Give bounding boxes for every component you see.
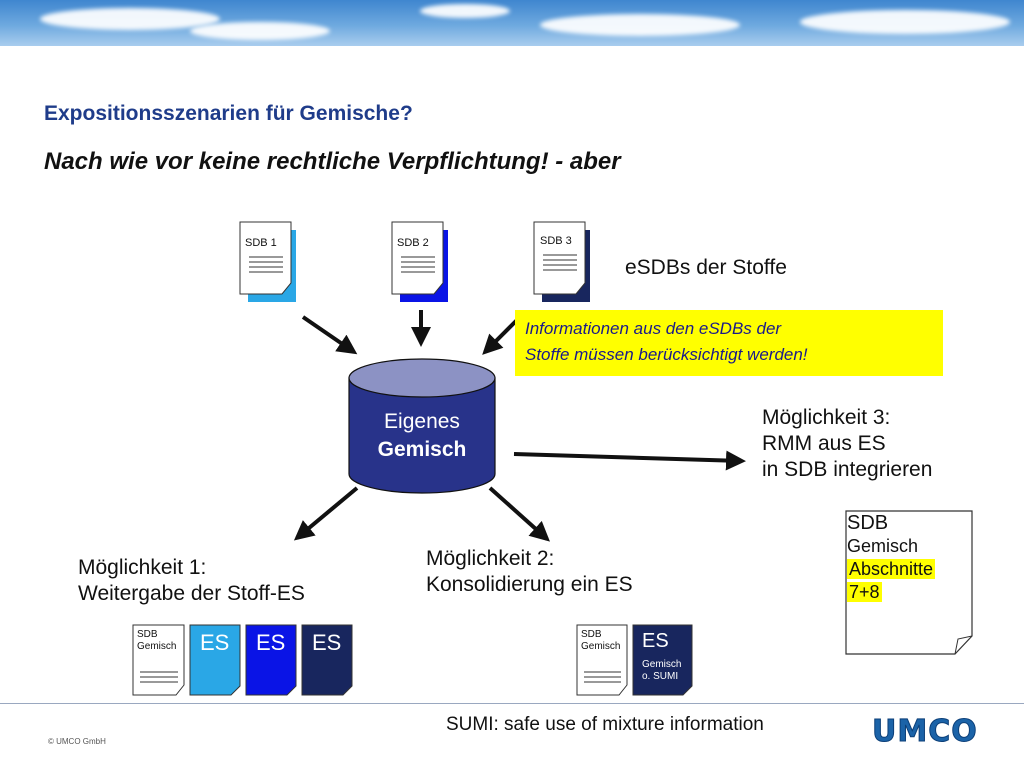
option1-line-2: Weitergabe der Stoff-ES [78, 582, 305, 605]
bm-doc-line-1: SDB [581, 629, 602, 640]
sdb-mixture-title: SDB [847, 512, 889, 534]
sdb-doc-3: SDB 3 [533, 221, 590, 302]
cylinder-line-2: Gemisch [377, 438, 467, 461]
option3-label: Möglichkeit 3: RMM aus ES in SDB integri… [762, 405, 932, 483]
es-mid-line-2: o. SUMI [642, 671, 679, 682]
sdb-label-3: SDB 3 [540, 235, 572, 247]
arrow-sdb1-to-mixture [301, 315, 358, 355]
es-card-light [189, 624, 241, 696]
arrow-to-option3 [513, 450, 746, 471]
bl-doc-text: SDB Gemisch [137, 629, 176, 653]
info-box: Informationen aus den eSDBs der Stoffe m… [515, 310, 943, 376]
umco-logo: UMCO [872, 714, 978, 750]
info-line-2: Stoffe müssen berücksichtigt werden! [525, 345, 808, 364]
es-card-dark [301, 624, 353, 696]
es-mid-label: ES [642, 630, 669, 652]
arrow-to-option1 [293, 486, 359, 541]
footer-divider [0, 703, 1024, 704]
option3-line-2: RMM aus ES [762, 432, 886, 455]
option3-line-3: in SDB integrieren [762, 458, 933, 481]
sdb-label-2: SDB 2 [397, 237, 429, 249]
slide-title: Expositionsszenarien für Gemische? [44, 102, 413, 125]
bottom-left-group [132, 624, 353, 696]
arrow-to-option2 [488, 486, 550, 542]
bm-doc-text: SDB Gemisch [581, 629, 620, 653]
es-mid-text: Gemisch o. SUMI [642, 659, 681, 683]
sdb-mixture-line-1: Gemisch [847, 536, 919, 556]
option1-line-1: Möglichkeit 1: [78, 556, 207, 579]
cylinder-label: Eigenes Gemisch [349, 408, 495, 464]
es-label-1: ES [200, 630, 230, 655]
info-line-1: Informationen aus den eSDBs der [525, 319, 782, 338]
es-label-3: ES [312, 630, 342, 655]
option2-line-2: Konsolidierung ein ES [426, 573, 633, 596]
cylinder-line-1: Eigenes [384, 410, 460, 433]
sdb-doc-1: SDB 1 [239, 221, 296, 302]
sumi-note: SUMI: safe use of mixture information [446, 714, 764, 735]
sdb-mixture-text: SDB Gemisch Abschnitte 7+8 [847, 512, 965, 604]
bl-doc-line-2: Gemisch [137, 641, 177, 652]
option2-label: Möglichkeit 2: Konsolidierung ein ES [426, 546, 633, 598]
sky-banner [0, 0, 1024, 46]
sdb-label-1: SDB 1 [245, 237, 277, 249]
slide-subtitle: Nach wie vor keine rechtliche Verpflicht… [44, 148, 621, 175]
esdb-label: eSDBs der Stoffe [625, 256, 787, 279]
option1-label: Möglichkeit 1: Weitergabe der Stoff-ES [78, 555, 305, 607]
sdb-mixture-line-2: Abschnitte [847, 559, 936, 579]
bm-doc-line-2: Gemisch [581, 641, 621, 652]
option2-line-1: Möglichkeit 2: [426, 547, 555, 570]
bl-doc-line-1: SDB [137, 629, 158, 640]
mixture-cylinder [348, 358, 496, 494]
bottom-mid-group [576, 624, 693, 696]
sdb-mixture-doc [845, 510, 973, 655]
es-card-consolidated [632, 624, 693, 696]
copyright: © UMCO GmbH [48, 737, 106, 746]
option3-line-1: Möglichkeit 3: [762, 406, 891, 429]
sdb-mixture-line-3: 7+8 [847, 582, 882, 602]
es-mid-line-1: Gemisch [642, 659, 682, 670]
es-label-2: ES [256, 630, 286, 655]
es-card-blue [245, 624, 297, 696]
sdb-doc-2: SDB 2 [391, 221, 448, 302]
arrow-sdb3-to-mixture [482, 318, 519, 355]
